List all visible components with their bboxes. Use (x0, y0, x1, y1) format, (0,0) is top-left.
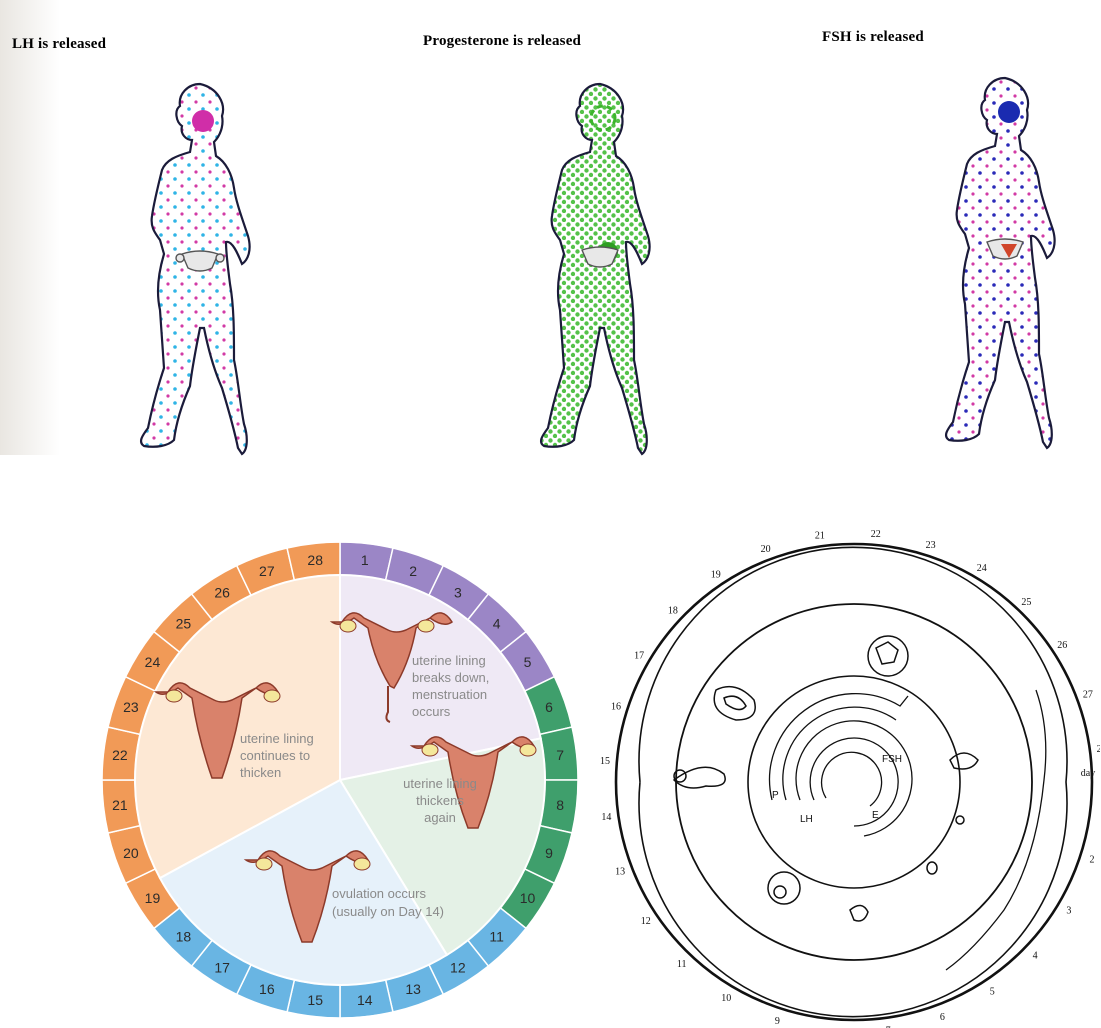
ovarian-day-6: 6 (940, 1012, 945, 1023)
ovarian-day-19: 19 (711, 570, 721, 581)
outer-circle (616, 544, 1092, 1020)
menstrual-layer (946, 690, 1046, 970)
ovarian-day-27: 27 (1083, 690, 1093, 701)
ovarian-day-23: 23 (926, 540, 936, 551)
hormone-circle (748, 676, 960, 888)
ovarian-day-13: 13 (615, 866, 625, 877)
day-number-9: 9 (545, 845, 553, 861)
day-word-label: day (1081, 768, 1095, 779)
woman-figure-fsh (935, 72, 1085, 454)
phase-menstruation-line3: menstruation (412, 687, 487, 702)
day-number-7: 7 (556, 747, 564, 763)
phase-ovulation-line1: ovulation occurs (332, 886, 426, 901)
ovarian-day-17: 17 (634, 650, 644, 661)
lh-released-label: LH is released (12, 36, 106, 53)
day-number-23: 23 (123, 699, 139, 715)
woman-figure-progesterone (530, 78, 680, 460)
ovarian-day-24: 24 (977, 563, 987, 574)
day-number-8: 8 (556, 797, 564, 813)
phase-continues-line3: thicken (240, 765, 281, 780)
phase-thickens-line2: thickens (416, 793, 464, 808)
follicle-stages (674, 636, 978, 921)
ovarian-cycle-diagram: FSH E LH P 12345678910111213141516171819… (600, 520, 1100, 1028)
day-number-5: 5 (524, 654, 532, 670)
day-number-15: 15 (307, 992, 323, 1008)
ovarian-day-18: 18 (668, 606, 678, 617)
day-number-19: 19 (145, 890, 161, 906)
ovarian-day-25: 25 (1021, 597, 1031, 608)
ovarian-day-11: 11 (677, 959, 687, 970)
ovarian-day-20: 20 (761, 544, 771, 555)
day-number-18: 18 (176, 929, 192, 945)
hormone-lh-label: LH (800, 814, 813, 825)
day-number-3: 3 (454, 584, 462, 600)
ovarian-day-22: 22 (871, 529, 881, 540)
ovarian-day-15: 15 (600, 756, 610, 767)
ovarian-day-4: 4 (1033, 950, 1038, 961)
ovarian-day-3: 3 (1066, 906, 1071, 917)
phase-menstruation-line2: breaks down, (412, 670, 489, 685)
phase-thickens-line1: uterine lining (403, 776, 477, 791)
hormone-e-label: E (872, 810, 879, 821)
ovarian-day-5: 5 (990, 986, 995, 997)
day-number-25: 25 (176, 615, 192, 631)
ovarian-day-14: 14 (601, 812, 611, 823)
phase-continues-line2: continues to (240, 748, 310, 763)
ovarian-day-26: 26 (1057, 640, 1067, 651)
day-number-17: 17 (214, 960, 230, 976)
day-number-21: 21 (112, 797, 128, 813)
day-number-4: 4 (493, 615, 501, 631)
day-number-13: 13 (405, 981, 421, 997)
day-number-2: 2 (409, 563, 417, 579)
day-number-14: 14 (357, 992, 373, 1008)
day-number-1: 1 (361, 552, 369, 568)
ovarian-day-28: 28 (1097, 744, 1100, 755)
day-number-11: 11 (489, 929, 504, 945)
ovarian-day-21: 21 (815, 530, 825, 541)
hormone-fsh-label: FSH (882, 754, 902, 765)
day-number-6: 6 (545, 699, 553, 715)
day-number-10: 10 (520, 890, 536, 906)
phase-ovulation-line2: (usually on Day 14) (332, 904, 444, 919)
phase-menstruation-line1: uterine lining (412, 653, 486, 668)
left-shading (0, 0, 60, 455)
day-number-27: 27 (259, 563, 275, 579)
endometrium-outline (639, 547, 1067, 1016)
phase-continues-line1: uterine lining (240, 731, 314, 746)
hormone-p-label: P (772, 790, 779, 801)
fsh-released-label: FSH is released (822, 29, 924, 46)
ovarian-day-12: 12 (641, 916, 651, 927)
day-number-22: 22 (112, 747, 128, 763)
ovarian-day-16: 16 (611, 701, 621, 712)
phase-menstruation-line4: occurs (412, 704, 451, 719)
woman-figure-lh (130, 78, 280, 460)
ovarian-day-10: 10 (721, 993, 731, 1004)
day-number-16: 16 (259, 981, 275, 997)
progesterone-released-label: Progesterone is released (423, 33, 581, 50)
menstrual-cycle-wheel: 1234567891011121314151617181920212223242… (82, 530, 602, 1028)
day-number-26: 26 (214, 584, 230, 600)
ovarian-day-9: 9 (775, 1016, 780, 1027)
day-number-12: 12 (450, 960, 466, 976)
day-number-24: 24 (145, 654, 161, 670)
day-number-20: 20 (123, 845, 139, 861)
day-number-28: 28 (307, 552, 323, 568)
ovarian-day-2: 2 (1089, 855, 1094, 866)
phase-thickens-line3: again (424, 810, 456, 825)
